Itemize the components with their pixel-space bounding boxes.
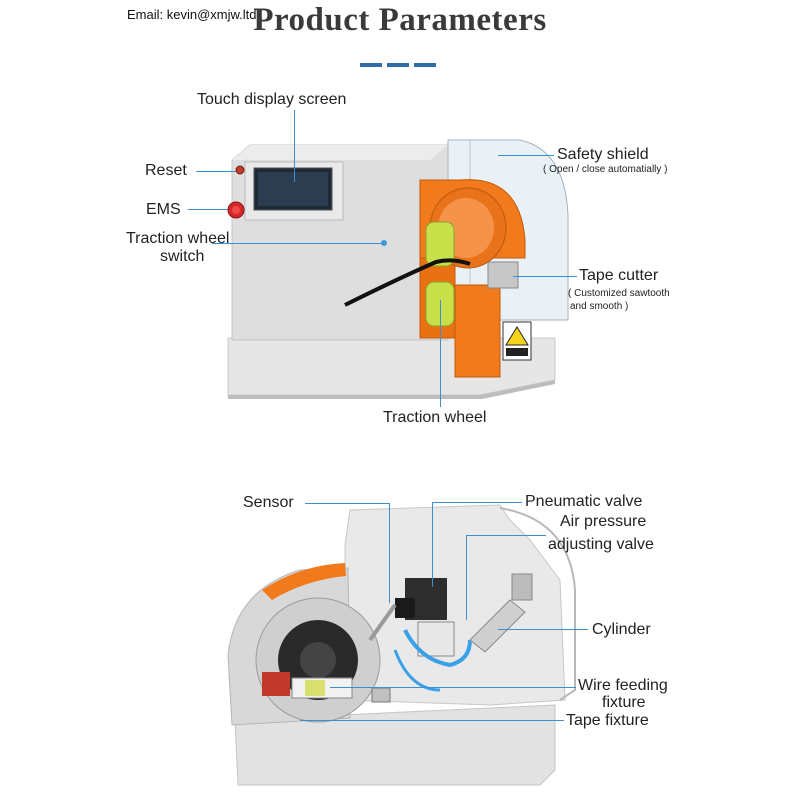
label-traction-wheel-switch-line1: Traction wheel bbox=[126, 230, 230, 247]
leader-line bbox=[432, 502, 522, 503]
page-title: Product Parameters bbox=[253, 2, 547, 38]
leader-line bbox=[466, 535, 546, 536]
title-decoration bbox=[414, 63, 436, 67]
label-tape-cutter-note-line2: and smooth ) bbox=[570, 301, 629, 312]
label-tape-fixture: Tape fixture bbox=[566, 712, 649, 729]
label-air-pressure-line2: adjusting valve bbox=[548, 536, 654, 553]
label-tape-cutter-note-line1: ( Customized sawtooth bbox=[568, 288, 670, 299]
leader-line bbox=[212, 243, 382, 244]
leader-line bbox=[294, 110, 295, 182]
email-text: Email: kevin@xmjw.ltd bbox=[127, 7, 257, 22]
leader-line bbox=[498, 155, 554, 156]
label-wire-feeding-line2: fixture bbox=[602, 694, 646, 711]
leader-line bbox=[389, 503, 390, 603]
leader-line bbox=[330, 687, 576, 688]
label-cylinder: Cylinder bbox=[592, 621, 651, 638]
leader-line bbox=[498, 629, 588, 630]
label-tape-cutter: Tape cutter bbox=[579, 267, 659, 284]
title-decoration bbox=[387, 63, 409, 67]
label-pneumatic-valve: Pneumatic valve bbox=[525, 493, 643, 510]
leader-line bbox=[513, 276, 577, 277]
label-sensor: Sensor bbox=[243, 494, 294, 511]
bottom-machine-image bbox=[227, 504, 576, 786]
label-ems: EMS bbox=[146, 201, 181, 218]
label-wire-feeding-line1: Wire feeding bbox=[578, 677, 668, 694]
label-air-pressure-line1: Air pressure bbox=[560, 513, 647, 530]
leader-line bbox=[300, 720, 564, 721]
leader-line bbox=[466, 535, 467, 620]
leader-line bbox=[188, 209, 228, 210]
label-reset: Reset bbox=[145, 162, 187, 179]
label-touch-display-screen: Touch display screen bbox=[197, 91, 347, 108]
leader-line bbox=[196, 171, 236, 172]
label-safety-shield-note: ( Open / close automatially ) bbox=[543, 164, 668, 175]
label-traction-wheel: Traction wheel bbox=[383, 409, 487, 426]
label-safety-shield: Safety shield bbox=[557, 146, 649, 163]
label-traction-wheel-switch-line2: switch bbox=[160, 248, 205, 265]
leader-line bbox=[432, 502, 433, 587]
leader-line bbox=[440, 300, 441, 407]
title-decoration bbox=[360, 63, 382, 67]
top-machine-image bbox=[227, 139, 569, 399]
leader-line bbox=[305, 503, 390, 504]
